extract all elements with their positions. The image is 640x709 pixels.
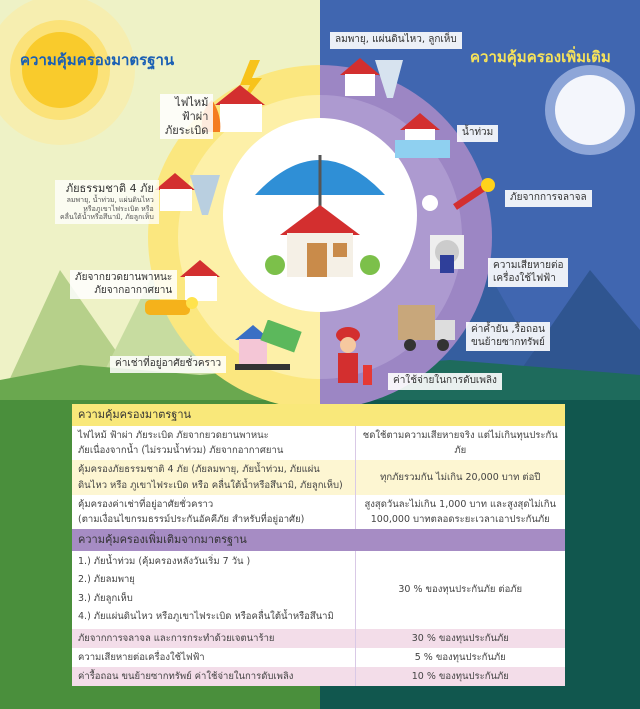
label-flood: น้ำท่วม [457, 125, 499, 142]
table-row: ไฟไหม้ ฟ้าผ่า ภัยระเบิด ภัยจากยวดยานพาหน… [72, 426, 565, 461]
table-row: คุ้มครองค่าเช่าที่อยู่อาศัยชั่วคราว(ตามเ… [72, 494, 565, 530]
label-firefighting-expenses: ค่าใช้จ่ายในการดับเพลิง [388, 373, 502, 390]
moon-icon [545, 65, 635, 155]
label-fire-lightning-explosion: ไฟไหม้ฟ้าผ่าภัยระเบิด [160, 94, 214, 140]
money-house-icon [235, 320, 302, 370]
power-plug-icon [430, 235, 464, 273]
umbrella-house-icon [255, 155, 385, 277]
flood-house-icon [395, 113, 450, 158]
label-temporary-rent: ค่าเช่าที่อยู่อาศัยชั่วคราว [110, 356, 227, 373]
firefighter-icon [336, 327, 372, 385]
sun-icon [0, 0, 135, 145]
label-electrical-damage: ความเสียหายต่อเครื่องใช้ไฟฟ้า [488, 258, 569, 287]
car-accident-house-icon [145, 260, 220, 315]
label-debris-removal: ค่าค้ำยัน ,รื้อถอนขนย้ายซากทรัพย์ [466, 322, 550, 351]
label-riot: ภัยจากการจลาจล [505, 190, 592, 207]
standard-coverage-title: ความคุ้มครองมาตรฐาน [20, 51, 175, 69]
riot-molotov-icon [422, 178, 495, 211]
label-natural-disasters: ภัยธรรมชาติ 4 ภัย ลมพายุ, น้ำท่วม, แผ่นด… [55, 180, 159, 224]
table-row: 1.) ภัยน้ำท่วม (คุ้มครองหลังวันเริ่ม 7 ว… [72, 550, 565, 629]
table-row: ค่ารื้อถอน ขนย้ายซากทรัพย์ ค่าใช้จ่ายในก… [72, 667, 565, 687]
table-row: คุ้มครองภัยธรรมชาติ 4 ภัย (ภัยลมพายุ, ภั… [72, 460, 565, 495]
coverage-table: ความคุ้มครองมาตรฐาน ไฟไหม้ ฟ้าผ่า ภัยระเ… [72, 404, 565, 687]
extra-header-row: ความคุ้มครองเพิ่มเติมจากมาตรฐาน [72, 529, 565, 551]
storm-house-icon [340, 58, 403, 98]
tornado-house-icon [155, 173, 220, 215]
label-vehicle-aircraft: ภัยจากยวดยานพาหนะภัยจากอากาศยาน [70, 270, 178, 299]
label-storm-earthquake-hail: ลมพายุ, แผ่นดินไหว, ลูกเห็บ [330, 32, 462, 49]
standard-header-row: ความคุ้มครองมาตรฐาน [72, 404, 565, 426]
extra-coverage-title: ความคุ้มครองเพิ่มเติม [470, 48, 611, 66]
moving-truck-icon [398, 305, 455, 351]
